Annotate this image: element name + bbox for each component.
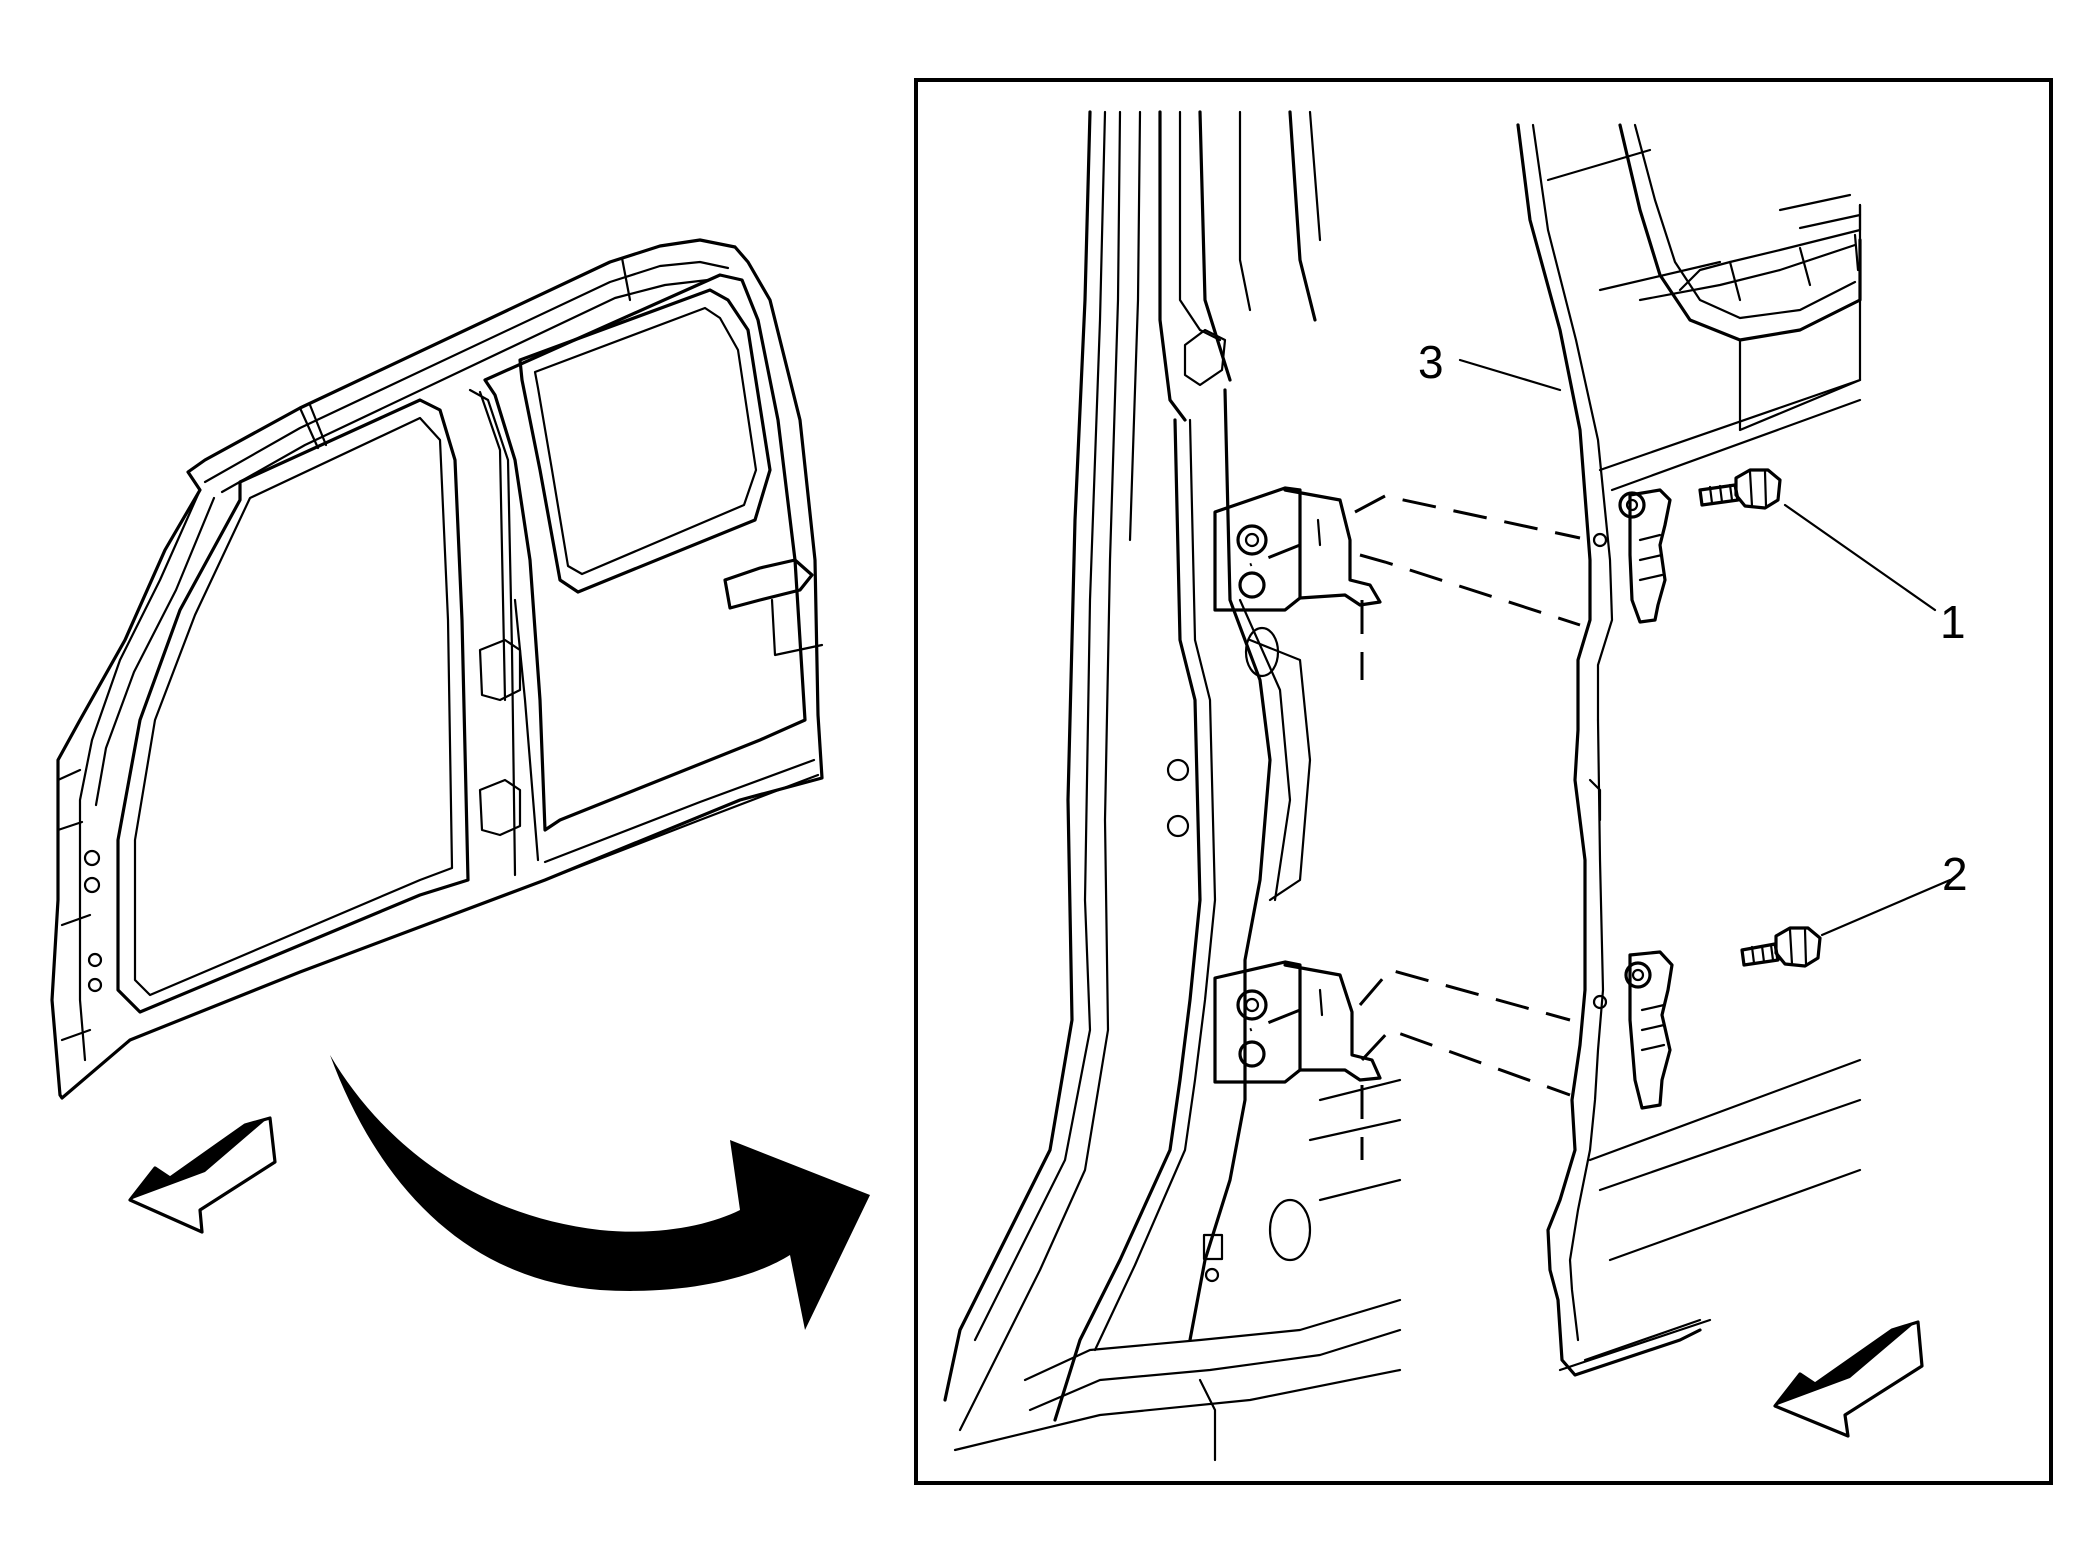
callout-label-1: 1	[1940, 596, 1966, 648]
hinge-bolt-upper	[1698, 468, 1782, 510]
callout-label-3: 3	[1418, 336, 1444, 388]
detail-view-arrow-icon	[330, 1055, 870, 1330]
callout-leaders	[1458, 358, 1952, 937]
b-pillar-structure	[943, 110, 1402, 1462]
detail-frame	[914, 78, 2053, 1485]
upper-hinge-body-half	[1213, 486, 1382, 612]
alignment-lines	[1354, 494, 1581, 1160]
front-direction-arrow-icon	[1773, 1320, 1924, 1438]
callout-label-2: 2	[1942, 848, 1968, 900]
lower-hinge-door-half	[1624, 950, 1674, 1110]
upper-hinge-door-half	[1618, 488, 1672, 624]
front-direction-arrow-icon	[128, 1116, 277, 1234]
rear-door	[1516, 123, 1862, 1377]
hinge-bolt-lower	[1740, 926, 1822, 968]
lower-hinge-body-half	[1213, 960, 1382, 1084]
cab-side-overview	[50, 238, 824, 1100]
